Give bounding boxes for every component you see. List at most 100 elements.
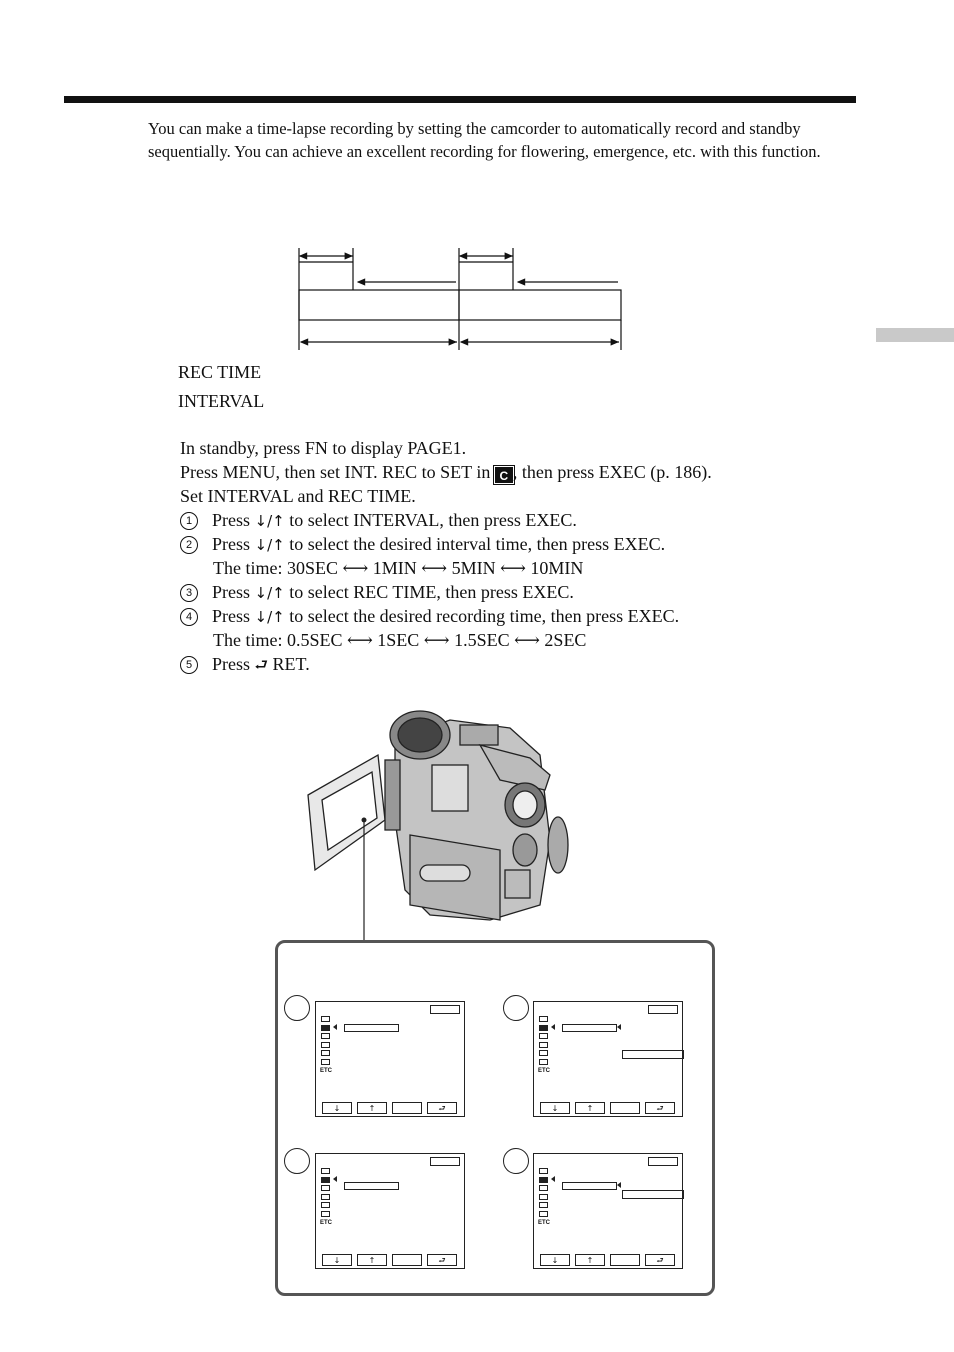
substep-text: to select INTERVAL, then press EXEC. [289, 510, 577, 530]
step-1: In standby, press FN to display PAGE1. [180, 438, 467, 458]
item-marker [617, 1024, 621, 1030]
menu-etc-label: ETC [320, 1068, 332, 1074]
return-icon: ⮐ [254, 656, 269, 674]
memory-icon [539, 1050, 548, 1056]
lcd-set-icon [539, 1041, 548, 1048]
lcd-screen: ETC↓↑⮐ [533, 1153, 684, 1269]
circled-number: 2 [180, 536, 198, 554]
menu-etc-label: ETC [538, 1068, 550, 1074]
substep-text: to select REC TIME, then press EXEC. [289, 582, 574, 602]
selected-item-box [344, 1182, 399, 1190]
c-icon: C [492, 465, 515, 485]
circled-number: 1 [180, 512, 198, 530]
return-button[interactable]: ⮐ [645, 1102, 675, 1114]
down-up-arrow-icon: ↓/↑ [254, 608, 285, 626]
down-button[interactable]: ↓ [540, 1102, 570, 1114]
blank-button[interactable] [610, 1254, 640, 1266]
down-button[interactable]: ↓ [540, 1254, 570, 1266]
substep-pre: Press [212, 606, 251, 626]
substep-text: RET. [272, 654, 310, 674]
intro-paragraph: You can make a time-lapse recording by s… [148, 119, 821, 161]
vcr-set-icon [321, 1185, 330, 1191]
step-circle [284, 1148, 310, 1174]
lcd-screens-panel: ETC↓↑⮐ETC↓↑⮐ETC↓↑⮐ETC↓↑⮐ [275, 940, 715, 1296]
memory-icon [321, 1202, 330, 1208]
rec-time-label: REC TIME [178, 362, 262, 382]
section-tab [876, 328, 954, 342]
c-icon [539, 1024, 548, 1031]
lcd-screen: ETC ↓ ↑ ⮐ [533, 1001, 684, 1117]
selection-marker [333, 1024, 337, 1030]
up-button[interactable]: ↑ [575, 1254, 605, 1266]
rec-times: The time: 0.5SEC ⟷ 1SEC ⟷ 1.5SEC ⟷ 2SEC [213, 630, 587, 650]
header-rule [64, 96, 856, 103]
camera-set-icon [539, 1016, 548, 1022]
down-button[interactable]: ↓ [322, 1254, 352, 1266]
camcorder-illustration [307, 710, 569, 940]
blank-button[interactable] [610, 1102, 640, 1114]
down-button[interactable]: ↓ [322, 1102, 352, 1114]
up-button[interactable]: ↑ [357, 1102, 387, 1114]
step-circle [503, 1148, 529, 1174]
c-icon [539, 1176, 548, 1183]
lcd-set-icon [321, 1193, 330, 1200]
page-indicator [648, 1005, 678, 1014]
menu-etc-label: ETC [320, 1220, 332, 1226]
up-button[interactable]: ↑ [575, 1102, 605, 1114]
interval-label: INTERVAL [178, 391, 265, 411]
substep-pre: Press [212, 582, 251, 602]
page-indicator [430, 1005, 460, 1014]
return-button[interactable]: ⮐ [645, 1254, 675, 1266]
blank-button[interactable] [392, 1102, 422, 1114]
tape-icon [321, 1210, 330, 1217]
lcd-screen: ETC ↓ ↑ ⮐ [315, 1001, 465, 1117]
down-up-arrow-icon: ↓/↑ [254, 536, 285, 554]
vcr-set-icon [539, 1185, 548, 1191]
up-button[interactable]: ↑ [357, 1254, 387, 1266]
substep-3: 3 Press ↓/↑ to select REC TIME, then pres… [180, 580, 840, 604]
step-circle [503, 995, 529, 1021]
tape-icon [539, 1058, 548, 1065]
memory-icon [321, 1050, 330, 1056]
substep-4: 4 Press ↓/↑ to select the desired recordi… [180, 604, 840, 628]
lcd-set-icon [321, 1041, 330, 1048]
tape-icon [539, 1210, 548, 1217]
step-3: Set INTERVAL and REC TIME. [180, 486, 416, 506]
page-indicator [648, 1157, 678, 1166]
return-button[interactable]: ⮐ [427, 1102, 457, 1114]
interval-times: The time: 30SEC ⟷ 1MIN ⟷ 5MIN ⟷ 10MIN [213, 558, 584, 578]
c-icon [321, 1176, 330, 1183]
value-box [622, 1190, 684, 1199]
substep-text: to select the desired interval time, the… [289, 534, 666, 554]
lcd-screen: ETC ↓ ↑ ⮐ [315, 1153, 465, 1269]
down-up-arrow-icon: ↓/↑ [254, 584, 285, 602]
steps-list: In standby, press FN to display PAGE1. P… [180, 436, 840, 676]
substep-2: 2 Press ↓/↑ to select the desired interva… [180, 532, 840, 556]
vcr-set-icon [321, 1033, 330, 1039]
substep-pre: Press [212, 510, 251, 530]
selected-item-box [562, 1182, 617, 1190]
camera-set-icon [321, 1016, 330, 1022]
step-2-text-b: , then press EXEC (p. 186). [512, 462, 712, 482]
step-2: Press MENU, then set INT. REC to SET in … [180, 460, 840, 485]
substep-pre: Press [212, 534, 251, 554]
lcd-set-icon [539, 1193, 548, 1200]
circled-number: 5 [180, 656, 198, 674]
substep-pre: Press [212, 654, 251, 674]
blank-button[interactable] [392, 1254, 422, 1266]
vcr-set-icon [539, 1033, 548, 1039]
value-box [622, 1050, 684, 1059]
page-indicator [430, 1157, 460, 1166]
camera-set-icon [321, 1168, 330, 1174]
substep-text: to select the desired recording time, th… [289, 606, 680, 626]
timing-diagram [298, 248, 622, 350]
circled-number: 3 [180, 584, 198, 602]
c-icon [321, 1024, 330, 1031]
circled-number: 4 [180, 608, 198, 626]
item-marker [617, 1182, 621, 1188]
selected-item-box [562, 1024, 617, 1032]
step-circle [284, 995, 310, 1021]
return-button[interactable]: ⮐ [427, 1254, 457, 1266]
step-2-text-a: Press MENU, then set INT. REC to SET in [180, 462, 491, 482]
